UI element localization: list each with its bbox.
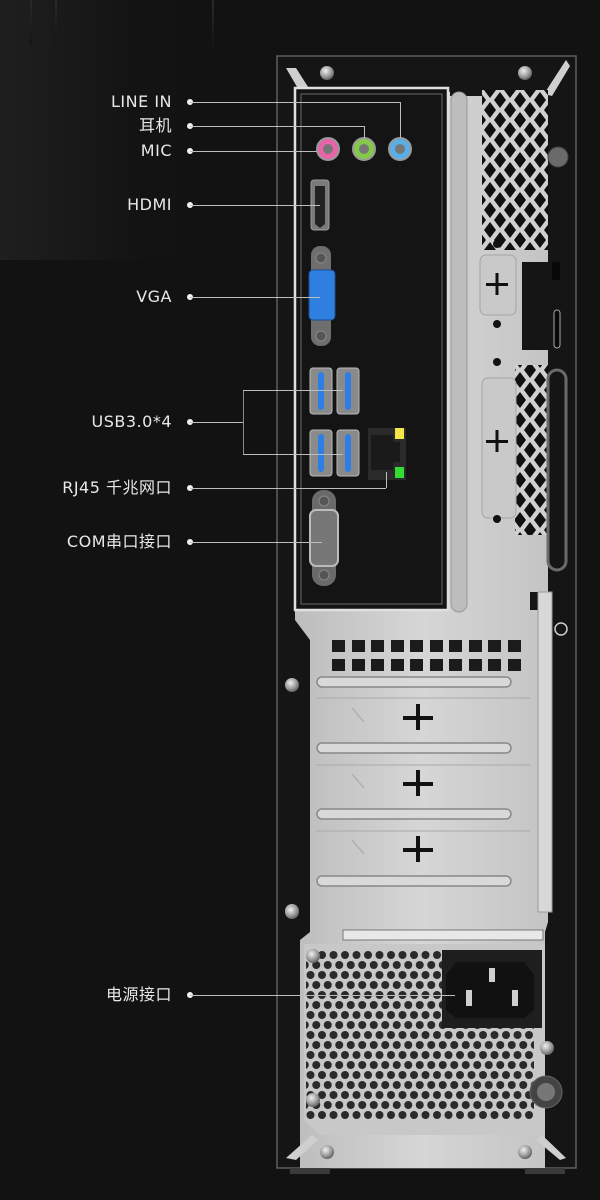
callout-line-line-in	[190, 102, 400, 103]
callout-label-hdmi: HDMI	[127, 195, 172, 214]
background-glow	[0, 0, 220, 260]
background-stripe	[55, 0, 57, 45]
callout-line-headphone	[190, 126, 364, 127]
callout-label-usb: USB3.0*4	[91, 412, 172, 431]
usb-leader-top	[243, 390, 343, 391]
callout-line-power	[190, 995, 455, 996]
callout-label-com: COM串口接口	[66, 532, 172, 551]
callout-line-rj45-rise	[386, 472, 387, 488]
callout-label-headphone: 耳机	[138, 116, 172, 135]
callout-label-mic: MIC	[140, 141, 172, 160]
usb-leader-bottom	[243, 454, 343, 455]
callout-line-line-in-drop	[400, 102, 401, 138]
callout-line-rj45	[190, 488, 386, 489]
callout-label-rj45: RJ45 千兆网口	[62, 478, 172, 497]
callout-line-vga	[190, 297, 320, 298]
background-stripe	[30, 0, 32, 45]
callout-line-hdmi	[190, 205, 320, 206]
callout-line-mic	[190, 151, 317, 152]
callout-line-headphone-drop	[364, 126, 365, 138]
callout-line-com	[190, 542, 322, 543]
callout-line-usb	[190, 422, 243, 423]
callout-label-vga: VGA	[136, 287, 172, 306]
callout-label-power: 电源接口	[105, 985, 172, 1004]
callout-label-line-in: LINE IN	[111, 92, 172, 111]
usb-bracket-line	[243, 390, 244, 454]
background-stripe	[212, 0, 214, 45]
